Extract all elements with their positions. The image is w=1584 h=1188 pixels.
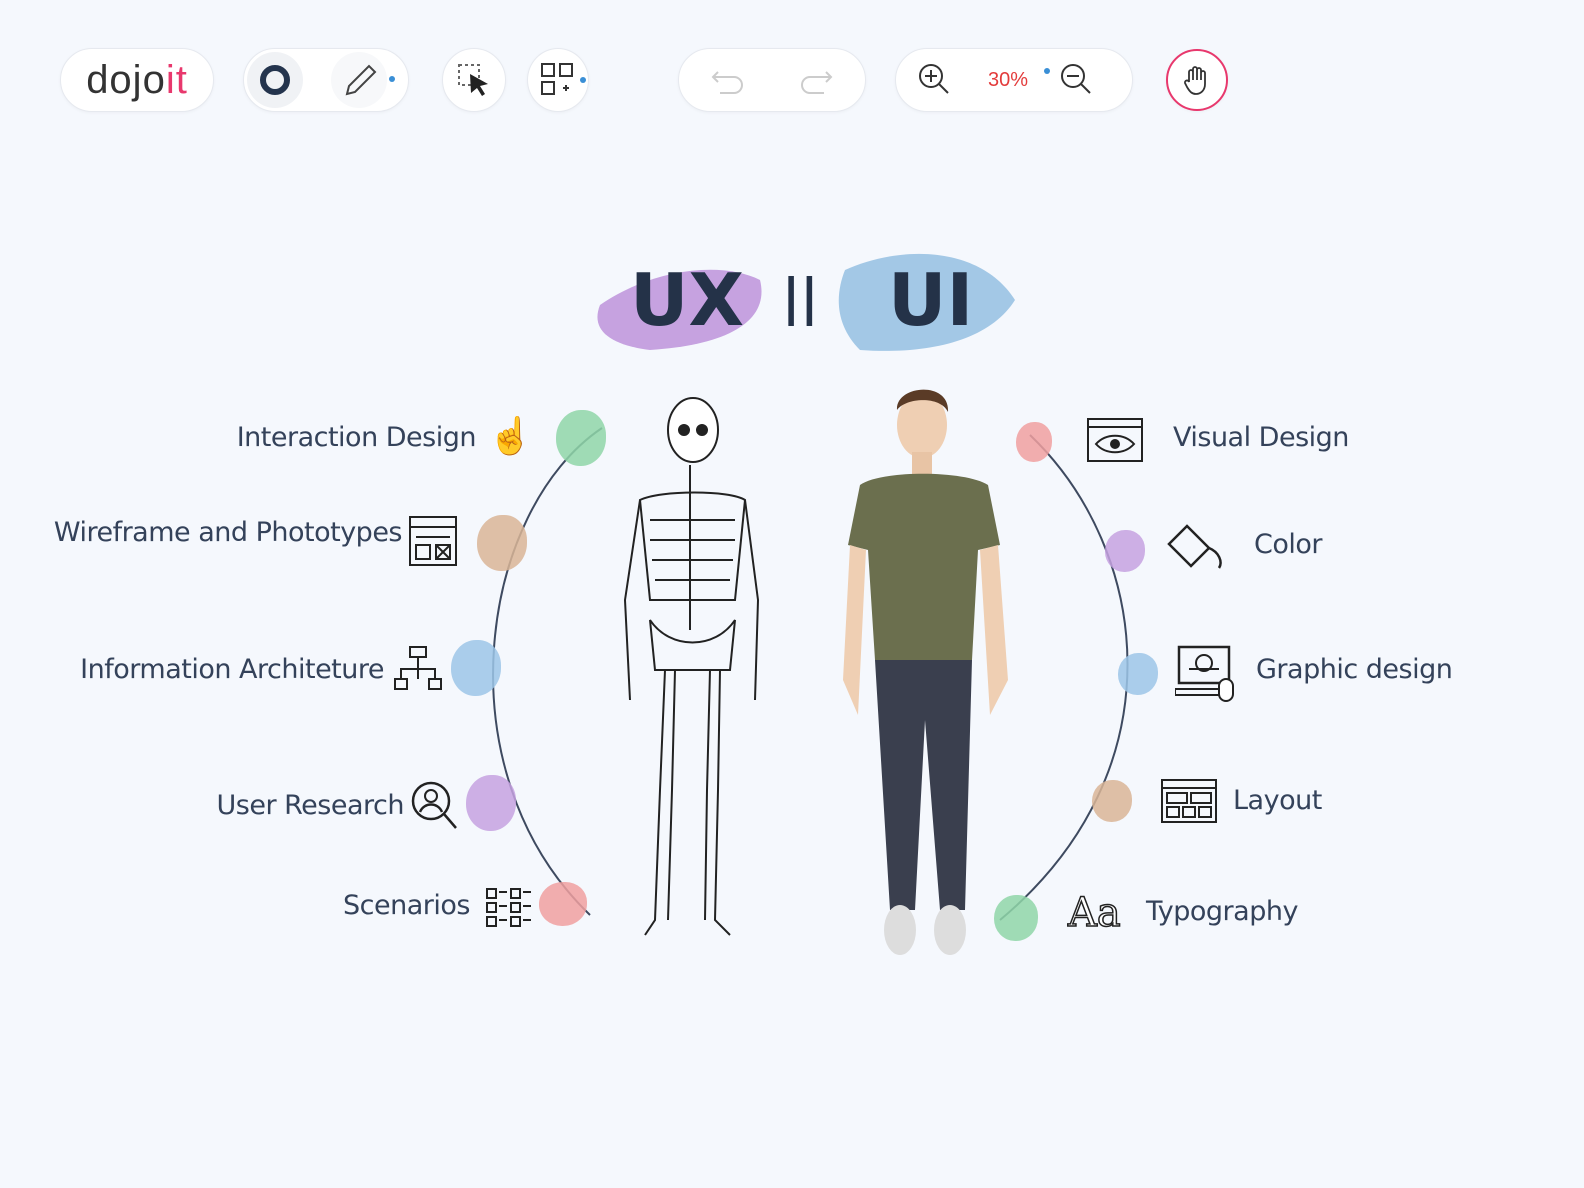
undo-icon — [711, 71, 743, 94]
eye-window-icon — [1087, 418, 1143, 462]
sitemap-icon — [394, 646, 442, 690]
ux-dot-interaction — [556, 410, 606, 466]
logo-badge[interactable]: dojoit — [60, 48, 214, 112]
ux-dot-scenarios — [539, 882, 587, 926]
zoom-in-button[interactable] — [908, 53, 962, 107]
canvas[interactable]: UX || UI Interaction Design Wireframe an… — [0, 130, 1584, 1188]
ui-item-layout: Layout — [1233, 785, 1322, 816]
undo-button[interactable] — [701, 53, 755, 107]
ui-item-visual-design: Visual Design — [1173, 422, 1349, 453]
zoom-out-button[interactable] — [1050, 53, 1104, 107]
user-search-icon — [411, 781, 457, 829]
scenarios-grid-icon — [486, 888, 531, 927]
skeleton-illustration — [623, 397, 760, 936]
ui-dot-graphic — [1118, 653, 1158, 695]
hand-icon — [1184, 66, 1206, 95]
history-group — [678, 48, 866, 112]
zoom-level[interactable]: 30% — [988, 68, 1029, 91]
pencil-icon — [345, 64, 377, 96]
zoom-in-icon — [919, 64, 949, 94]
ui-arc — [999, 434, 1129, 921]
ux-dot-research — [466, 775, 516, 831]
zoom-group: 30% — [895, 48, 1133, 112]
ui-scribble — [838, 253, 1015, 351]
ui-item-color: Color — [1254, 529, 1323, 560]
ux-dot-architecture — [451, 640, 501, 696]
ui-item-graphic-design: Graphic design — [1256, 654, 1453, 685]
ux-scribble — [597, 269, 762, 350]
touch-hand-icon: ☝ — [488, 415, 533, 456]
hand-tool-button[interactable] — [1166, 49, 1228, 111]
apps-tool-button[interactable] — [527, 48, 589, 112]
ux-item-wireframes: Wireframe and Phototypes — [53, 517, 403, 548]
separator: || — [782, 268, 819, 326]
canvas-drawings — [492, 253, 1129, 955]
computer-design-icon — [1175, 645, 1234, 702]
man-illustration — [843, 389, 1008, 955]
ux-item-user-research: User Research — [216, 790, 405, 821]
ux-item-interaction-design: Interaction Design — [236, 422, 477, 453]
ui-title: UI — [888, 258, 974, 342]
wireframe-icon — [409, 516, 457, 566]
dojoit-logo: dojoit — [86, 57, 188, 102]
redo-icon — [801, 71, 833, 94]
ui-item-typography: Typography — [1146, 896, 1298, 927]
apps-grid-icon — [541, 63, 573, 95]
typography-icon: Aa — [1067, 889, 1121, 937]
ui-dot-color — [1105, 530, 1145, 572]
ux-title: UX — [630, 258, 744, 342]
ui-dot-layout — [1092, 780, 1132, 822]
paint-bucket-icon — [1167, 524, 1222, 569]
select-tool-button[interactable] — [442, 48, 506, 112]
circle-icon — [260, 65, 290, 95]
circle-tool-button[interactable] — [247, 52, 303, 108]
zoom-out-icon — [1061, 64, 1091, 94]
pen-tool-button[interactable] — [331, 52, 387, 108]
select-cursor-icon — [458, 64, 488, 96]
drawing-tools-group — [243, 48, 409, 112]
ux-arc — [492, 427, 603, 916]
layout-icon — [1161, 779, 1217, 823]
ui-dot-typography — [994, 895, 1038, 941]
redo-button[interactable] — [789, 53, 843, 107]
ui-dot-visual — [1016, 422, 1052, 462]
ux-dot-wireframe — [477, 515, 527, 571]
ux-item-scenarios: Scenarios — [343, 890, 470, 921]
ux-item-information-architecture: Information Architeture — [80, 654, 384, 685]
